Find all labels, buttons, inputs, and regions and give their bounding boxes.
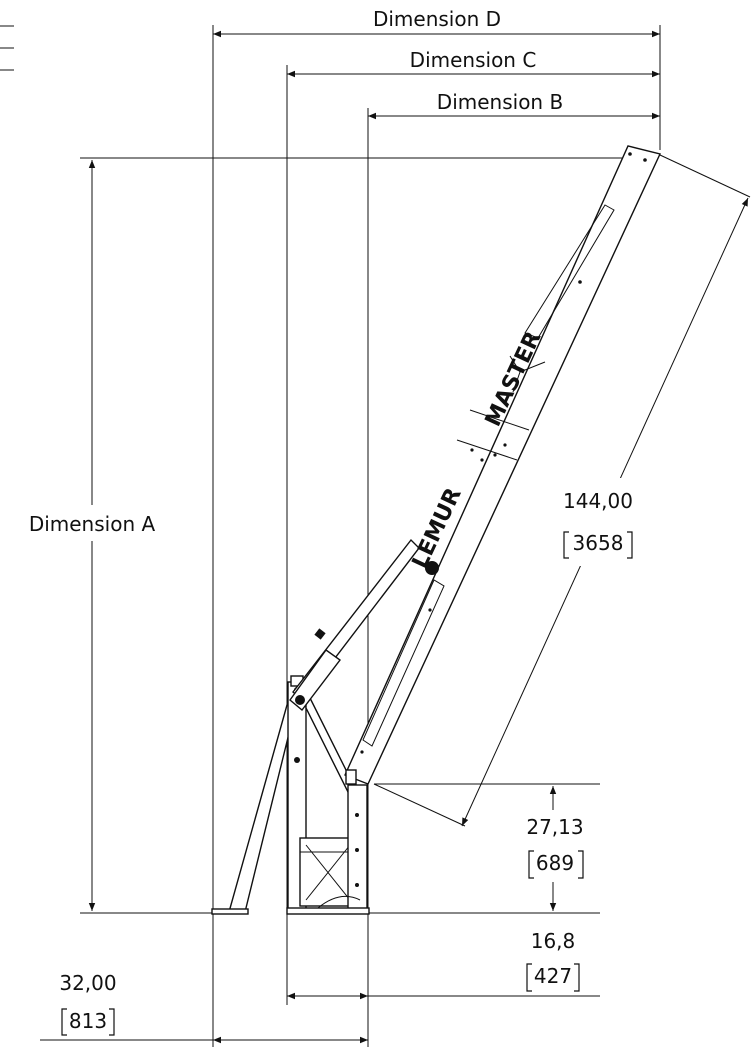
leg-spread-mm: 813: [69, 1009, 107, 1033]
base-depth-mm: 427: [534, 964, 572, 988]
dimension-pivot-height: 27,13 689: [510, 786, 600, 911]
dimension-c-label: Dimension C: [410, 48, 537, 72]
dimension-b-label: Dimension B: [437, 90, 563, 114]
boom-length-inch: 144,00: [563, 489, 633, 513]
dimension-c: Dimension C: [287, 48, 660, 78]
leg-spread-inch: 32,00: [59, 971, 116, 995]
dimension-a-label: Dimension A: [29, 512, 156, 536]
dimension-boom-length: 144,00 3658: [461, 197, 749, 827]
pivot-height-mm: 689: [536, 851, 574, 875]
dimension-leg-spread: 32,00 813: [40, 971, 368, 1044]
dimension-b: Dimension B: [368, 90, 660, 120]
dimension-base-depth: 16,8 427: [287, 929, 580, 1000]
corner-glyph: [0, 25, 14, 71]
dimension-d-label: Dimension D: [373, 7, 501, 31]
lift-cylinder: [289, 538, 420, 712]
brand-logo-icon: [425, 561, 439, 575]
dimension-a: Dimension A: [8, 160, 178, 911]
dimension-d: Dimension D: [213, 7, 660, 38]
pivot-height-inch: 27,13: [526, 815, 583, 839]
boom-length-mm: 3658: [573, 531, 624, 555]
boom-arm: LEMUR MASTER: [344, 145, 661, 785]
base-depth-inch: 16,8: [531, 929, 576, 953]
base-frame: [211, 675, 370, 915]
